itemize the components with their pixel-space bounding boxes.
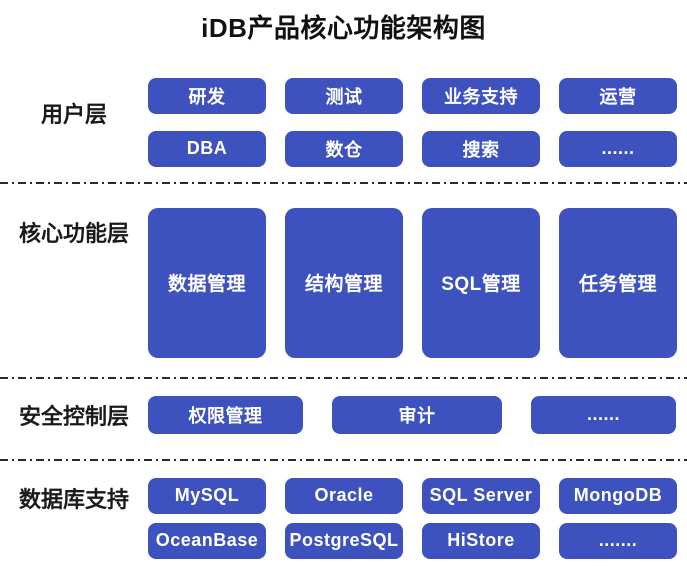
core-box-schema-management: 结构管理 [285, 207, 403, 358]
user-box-dba: DBA [148, 130, 266, 167]
user-layer-gutter: 用户层 [0, 78, 148, 167]
security-box-more: ...... [531, 395, 676, 434]
database-layer-label: 数据库支持 [18, 487, 129, 512]
security-layer-gutter: 安全控制层 [0, 396, 148, 434]
security-control-layer: 安全控制层 权限管理 审计 ...... [0, 395, 687, 434]
db-box-mysql: MySQL [148, 477, 266, 514]
db-box-histore: HiStore [422, 522, 540, 559]
core-box-sql-management: SQL管理 [422, 207, 540, 358]
user-box-search: 搜索 [422, 130, 540, 167]
core-layer-gutter: 核心功能层 [0, 208, 148, 358]
user-box-dev: 研发 [148, 77, 266, 114]
core-box-data-management: 数据管理 [148, 207, 266, 358]
db-box-mongodb: MongoDB [559, 477, 677, 514]
database-layer-grid: MySQL Oracle SQL Server MongoDB OceanBas… [148, 477, 677, 559]
user-layer-label: 用户层 [40, 102, 107, 127]
layer-divider-3 [0, 458, 687, 461]
user-layer: 用户层 研发 测试 业务支持 运营 DBA 数仓 搜索 ...... [0, 77, 687, 167]
user-layer-grid: 研发 测试 业务支持 运营 DBA 数仓 搜索 ...... [148, 77, 677, 167]
layer-divider-2 [0, 376, 687, 379]
user-box-operations: 运营 [559, 77, 677, 114]
database-layer-gutter: 数据库支持 [0, 478, 148, 559]
layer-divider-1 [0, 181, 687, 184]
db-box-sql-server: SQL Server [422, 477, 540, 514]
security-box-audit: 审计 [332, 395, 502, 434]
user-box-more: ...... [559, 130, 677, 167]
user-box-test: 测试 [285, 77, 403, 114]
db-box-oceanbase: OceanBase [148, 522, 266, 559]
user-box-data-warehouse: 数仓 [285, 130, 403, 167]
user-box-business-support: 业务支持 [422, 77, 540, 114]
db-box-oracle: Oracle [285, 477, 403, 514]
diagram-title: iDB产品核心功能架构图 [201, 13, 486, 43]
security-box-permission-management: 权限管理 [148, 395, 303, 434]
core-function-layer: 核心功能层 数据管理 结构管理 SQL管理 任务管理 [0, 207, 687, 358]
core-layer-grid: 数据管理 结构管理 SQL管理 任务管理 [148, 207, 677, 358]
security-layer-label: 安全控制层 [18, 403, 129, 429]
db-box-postgresql: PostgreSQL [285, 522, 403, 559]
core-box-task-management: 任务管理 [559, 207, 677, 358]
core-layer-label: 核心功能层 [18, 220, 129, 246]
db-box-more: ....... [559, 522, 677, 559]
database-support-layer: 数据库支持 MySQL Oracle SQL Server MongoDB Oc… [0, 477, 687, 559]
security-layer-grid: 权限管理 审计 ...... [148, 395, 677, 434]
